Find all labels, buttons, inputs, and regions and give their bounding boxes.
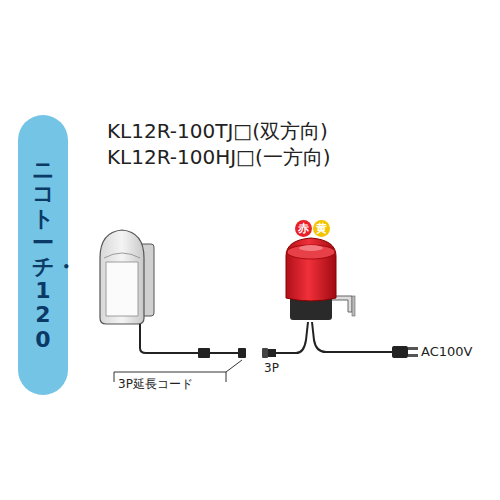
sensor-illustration <box>100 230 154 324</box>
series-band: ニコトーチ・120 <box>18 115 68 395</box>
part-name: 3P延長コード <box>118 376 193 393</box>
lamp-illustration <box>286 238 355 320</box>
color-label: 黄 <box>316 223 327 234</box>
connector <box>198 348 276 358</box>
connector-name: 3P <box>264 361 279 375</box>
color-dot: 黄 <box>313 220 330 237</box>
model-number: KL12R-100TJ□(双方向) <box>107 118 328 145</box>
power-label: AC100V <box>421 344 472 359</box>
color-dot: 赤 <box>295 220 312 237</box>
color-label: 赤 <box>298 223 309 234</box>
plug <box>392 346 418 358</box>
model-number: KL12R-100HJ□(一方向) <box>107 144 331 171</box>
series-name: ニコトーチ・120 <box>32 158 54 352</box>
